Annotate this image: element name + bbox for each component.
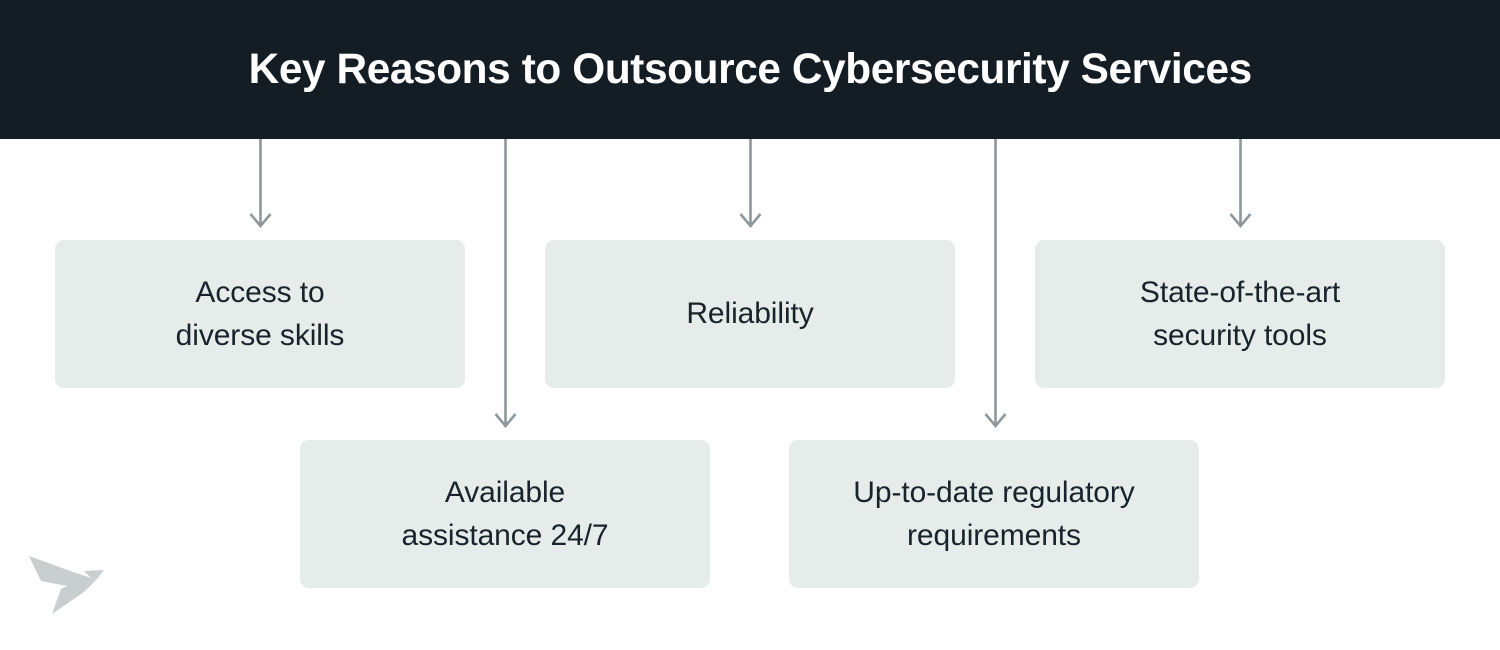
bird-head-beak-icon (84, 570, 104, 579)
origami-bird-logo (29, 556, 104, 614)
arrowhead-1 (249, 213, 272, 229)
node-box-access-to-diverse-skills[interactable]: Access to diverse skills (55, 240, 465, 388)
bird-body-icon (67, 572, 91, 592)
node-label: Up-to-date regulatory requirements (853, 475, 1135, 552)
arrowhead-5 (1229, 213, 1252, 229)
arrowhead-3 (739, 213, 762, 229)
header-banner: Key Reasons to Outsource Cybersecurity S… (0, 0, 1500, 139)
bird-tail-icon (52, 586, 84, 614)
node-label: Reliability (686, 297, 814, 331)
node-label: Available assistance 24/7 (401, 475, 609, 552)
node-box-state-of-the-art-security-tools[interactable]: State-of-the-art security tools (1035, 240, 1445, 388)
bird-wing-upper-lower-facet-icon (29, 556, 67, 586)
arrowhead-4 (984, 413, 1007, 429)
bird-tail-facet-icon (52, 586, 67, 614)
arrowhead-2 (494, 413, 517, 429)
page-title: Key Reasons to Outsource Cybersecurity S… (248, 44, 1252, 93)
node-box-available-assistance-24-7[interactable]: Available assistance 24/7 (300, 440, 710, 588)
node-label: State-of-the-art security tools (1139, 275, 1341, 352)
bird-wing-upper-icon (29, 556, 73, 586)
node-label: Access to diverse skills (175, 275, 345, 352)
bird-neck-facet-icon (84, 578, 97, 592)
node-box-up-to-date-regulatory-requirements[interactable]: Up-to-date regulatory requirements (789, 440, 1199, 588)
node-box-reliability[interactable]: Reliability (545, 240, 955, 388)
